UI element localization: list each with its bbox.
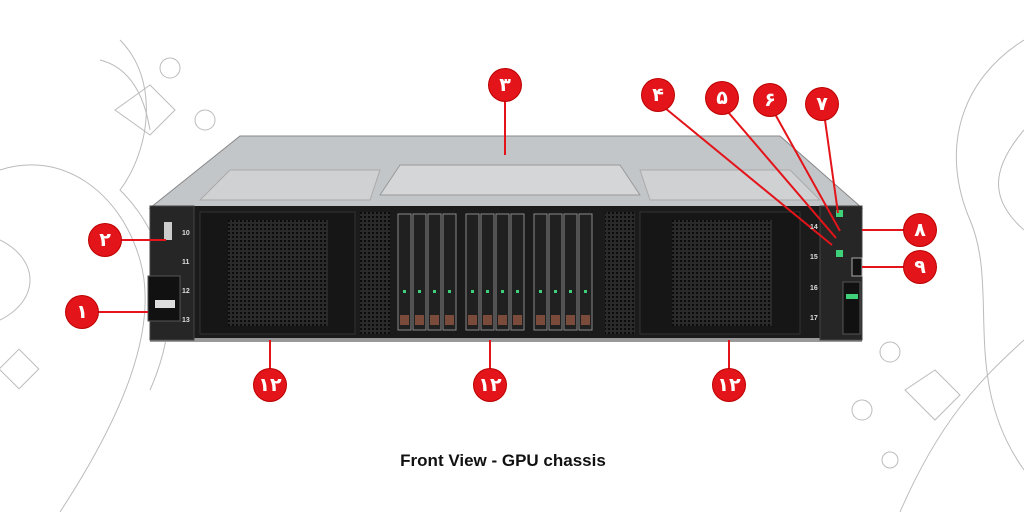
drive-slot[interactable]	[510, 213, 525, 331]
drive-slot[interactable]	[412, 213, 427, 331]
drive-led	[448, 290, 451, 293]
drive-led	[418, 290, 421, 293]
drive-led	[516, 290, 519, 293]
callout-12-right: ۱۲	[713, 369, 745, 401]
drive-led	[554, 290, 557, 293]
drive-release-tab[interactable]	[513, 315, 522, 325]
drive-slot[interactable]	[533, 213, 548, 331]
drive-slot[interactable]	[578, 213, 593, 331]
drive-led	[584, 290, 587, 293]
callout-3: ۳	[489, 69, 521, 101]
drive-cage	[397, 213, 593, 331]
bay-label: 10	[182, 230, 190, 237]
drive-slot[interactable]	[563, 213, 578, 331]
callout-1: ۱	[66, 296, 98, 328]
drive-led	[471, 290, 474, 293]
bay-label: 13	[182, 317, 190, 324]
drive-release-tab[interactable]	[400, 315, 409, 325]
drive-release-tab[interactable]	[445, 315, 454, 325]
diagram-caption: Front View - GPU chassis	[400, 451, 606, 470]
drive-slot[interactable]	[397, 213, 412, 331]
drive-led	[403, 290, 406, 293]
callout-5: ۵	[706, 82, 738, 114]
drive-release-tab[interactable]	[468, 315, 477, 325]
bay-label: 15	[810, 254, 818, 261]
callout-12-center: ۱۲	[474, 369, 506, 401]
drive-slot[interactable]	[465, 213, 480, 331]
bay-label: 12	[182, 288, 190, 295]
drive-release-tab[interactable]	[551, 315, 560, 325]
drive-slot[interactable]	[548, 213, 563, 331]
drive-led	[486, 290, 489, 293]
drive-release-tab[interactable]	[581, 315, 590, 325]
drive-release-tab[interactable]	[536, 315, 545, 325]
bay-label: 14	[810, 224, 818, 231]
drive-release-tab[interactable]	[430, 315, 439, 325]
background-ornaments	[0, 39, 1024, 512]
leader-lines	[98, 100, 905, 370]
drive-led	[433, 290, 436, 293]
callout-2: ۲	[89, 224, 121, 256]
drive-release-tab[interactable]	[566, 315, 575, 325]
drive-release-tab[interactable]	[498, 315, 507, 325]
callout-4: ۴	[642, 79, 674, 111]
callout-7: ۷	[806, 88, 838, 120]
drive-release-tab[interactable]	[415, 315, 424, 325]
drive-led	[539, 290, 542, 293]
drive-led	[569, 290, 572, 293]
drive-slot[interactable]	[427, 213, 442, 331]
drive-slot[interactable]	[495, 213, 510, 331]
bay-label: 16	[810, 285, 818, 292]
callout-12-left: ۱۲	[254, 369, 286, 401]
drive-led	[501, 290, 504, 293]
chassis	[147, 135, 864, 342]
drive-slot[interactable]	[442, 213, 457, 331]
callout-6: ۶	[754, 84, 786, 116]
drive-slot[interactable]	[480, 213, 495, 331]
drive-release-tab[interactable]	[483, 315, 492, 325]
callout-9: ۹	[904, 251, 936, 283]
bay-label: 17	[810, 315, 818, 322]
callout-8: ۸	[904, 214, 936, 246]
bay-label: 11	[182, 259, 190, 266]
